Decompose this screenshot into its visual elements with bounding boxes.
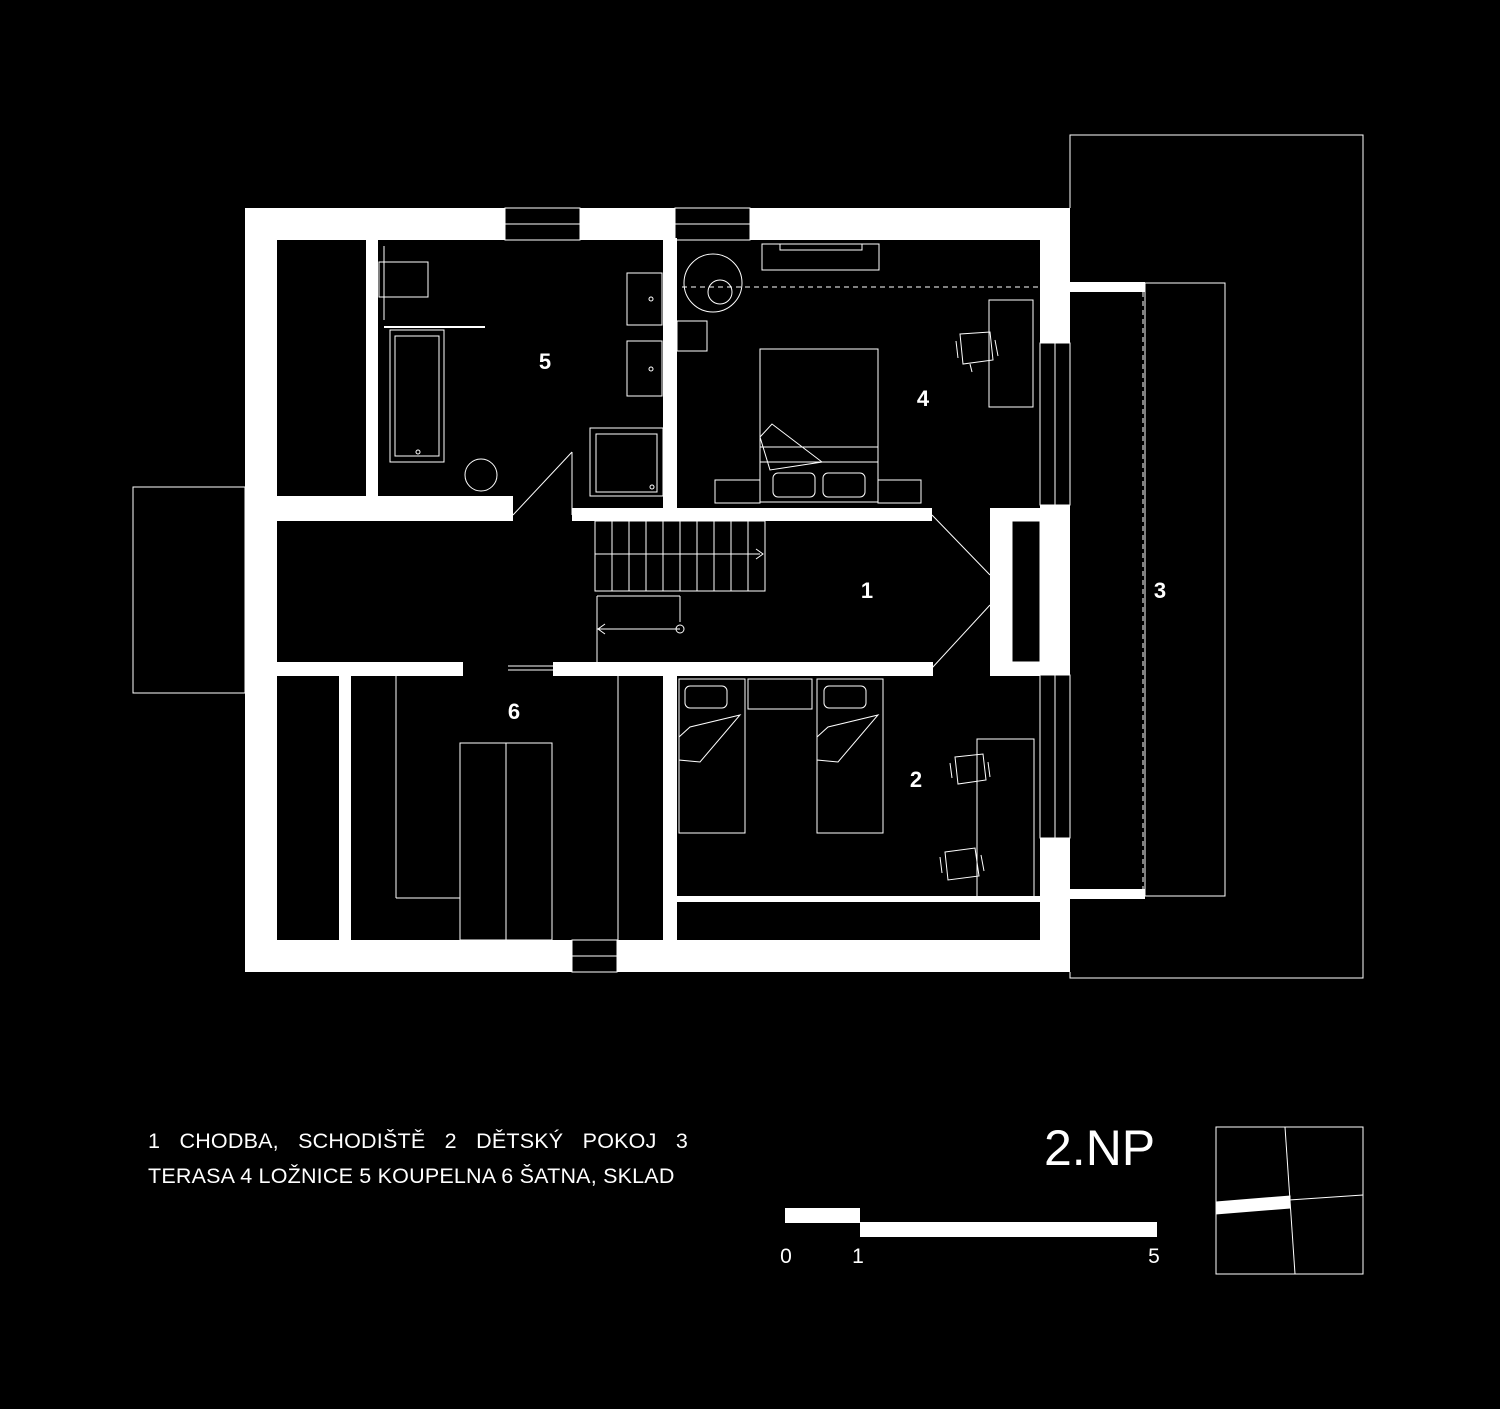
wardrobe-fixtures [395,520,1041,941]
windows [504,207,1071,973]
bathroom-fixtures [378,246,664,497]
interior-walls [277,238,1145,940]
terrace-outline [1069,134,1364,979]
scale-bar [785,1208,1157,1237]
kids-room-fixtures [678,678,1035,898]
doors [508,451,991,671]
bedroom-fixtures [676,243,1038,504]
room-legend: 1 CHODBA, SCHODIŠTĚ 2 DĚTSKÝ POKOJ 3 TER… [148,1129,688,1188]
room-label-6: 6 [508,699,520,724]
key-plan [1215,1126,1364,1275]
room-label-1: 1 [861,578,873,603]
scale-label-1: 1 [852,1245,864,1268]
room-label-4: 4 [917,386,930,411]
room-label-3: 3 [1154,578,1166,603]
floor-title: 2.NP [1044,1120,1156,1176]
entrance-canopy [132,486,246,694]
room-label-2: 2 [910,767,922,792]
staircase [594,520,766,662]
scale-label-0: 0 [780,1245,792,1268]
scale-label-5: 5 [1148,1245,1160,1268]
room-label-5: 5 [539,349,551,374]
exterior-walls [245,208,1070,972]
